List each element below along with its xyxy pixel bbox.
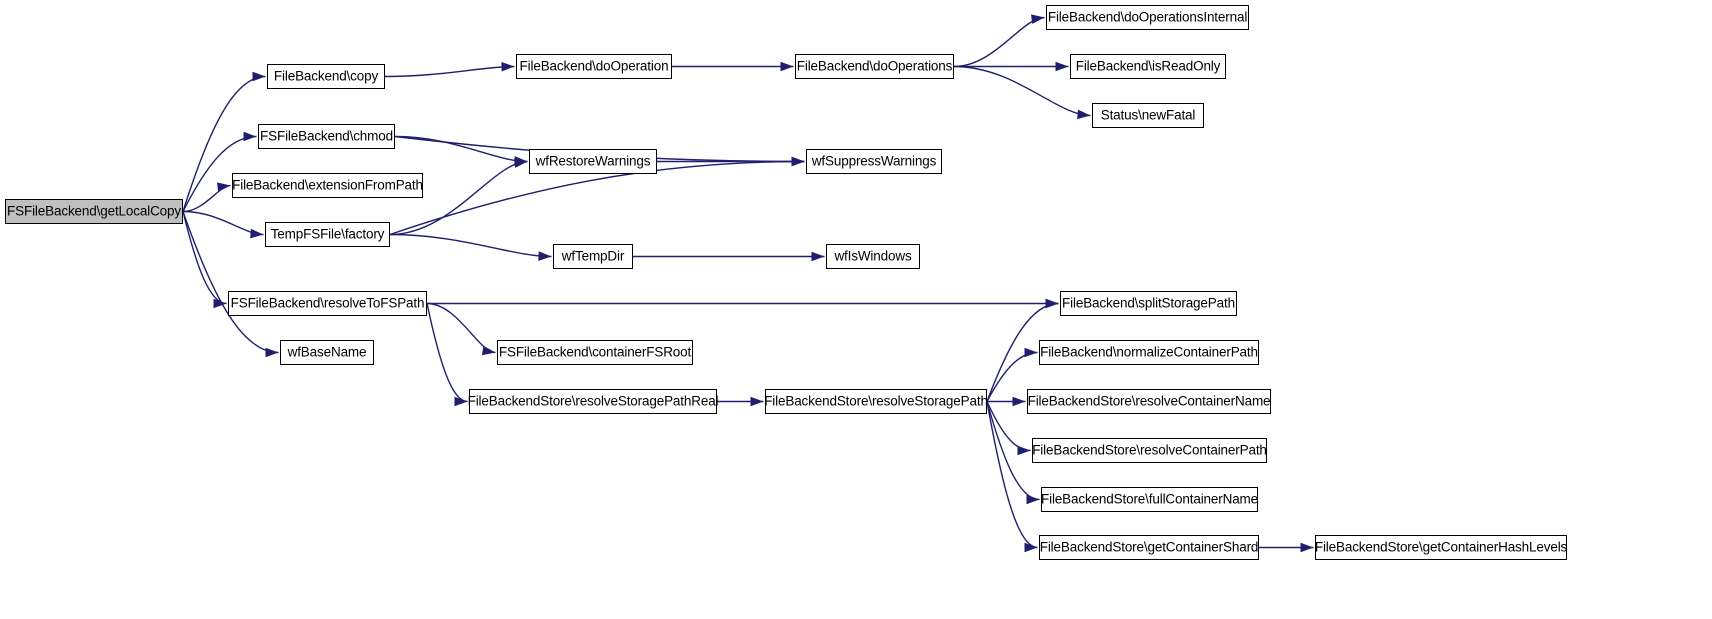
graph-node-chmod[interactable]: FSFileBackend\chmod <box>258 124 395 149</box>
graph-node-isReadOnly[interactable]: FileBackend\isReadOnly <box>1070 54 1226 79</box>
graph-node-label: FSFileBackend\resolveToFSPath <box>230 295 425 311</box>
graph-node-normalizeContainerPath[interactable]: FileBackend\normalizeContainerPath <box>1039 340 1259 365</box>
graph-edge-resolveToFSPath-to-containerFSRoot <box>426 302 496 354</box>
graph-node-label: FSFileBackend\getLocalCopy <box>7 203 181 219</box>
graph-node-label: FileBackend\extensionFromPath <box>232 177 423 193</box>
graph-node-label: wfIsWindows <box>834 248 912 264</box>
arrow-head-icon <box>250 228 264 239</box>
graph-edge-resolveToFSPath-to-resolveStoragePathReal <box>426 303 468 403</box>
graph-node-fullContainerName[interactable]: FileBackendStore\fullContainerName <box>1041 487 1258 512</box>
arrow-head-icon <box>791 156 805 167</box>
graph-edge-getLocalCopy-to-extensionFromPath <box>182 184 231 213</box>
graph-node-containerFSRoot[interactable]: FSFileBackend\containerFSRoot <box>497 340 693 365</box>
graph-node-doOperationsInternal[interactable]: FileBackend\doOperationsInternal <box>1046 5 1249 30</box>
graph-node-wfSuppressWarnings[interactable]: wfSuppressWarnings <box>806 149 942 174</box>
arrow-head-icon <box>791 156 805 167</box>
graph-node-label: FileBackendStore\fullContainerName <box>1041 491 1259 507</box>
graph-edge-resolveStoragePath-to-resolveContainerPath <box>986 401 1031 452</box>
graph-node-copy[interactable]: FileBackend\copy <box>267 64 385 89</box>
arrow-head-icon <box>538 251 552 261</box>
graph-edge-resolveStoragePath-to-getContainerShard <box>986 401 1038 549</box>
graph-edge-getLocalCopy-to-resolveToFSPath <box>182 211 227 305</box>
graph-node-label: FileBackend\normalizeContainerPath <box>1040 344 1258 360</box>
graph-edge-getLocalCopy-to-factory <box>182 210 264 236</box>
graph-node-label: TempFSFile\factory <box>270 226 385 242</box>
arrow-head-icon <box>514 158 528 168</box>
graph-node-label: wfTempDir <box>561 248 625 264</box>
arrow-head-icon <box>514 156 528 166</box>
graph-node-wfIsWindows[interactable]: wfIsWindows <box>826 244 920 269</box>
arrow-head-icon <box>791 156 805 167</box>
graph-node-doOperation[interactable]: FileBackend\doOperation <box>516 54 672 79</box>
arrow-head-icon <box>1077 109 1091 120</box>
graph-node-label: FileBackendStore\resolveStoragePathReal <box>467 393 719 409</box>
graph-node-label: wfBaseName <box>287 344 367 360</box>
graph-edge-chmod-to-wfRestoreWarnings <box>394 135 528 163</box>
graph-node-label: FileBackend\doOperation <box>519 58 669 74</box>
graph-node-label: wfRestoreWarnings <box>535 153 651 169</box>
graph-node-label: FileBackendStore\resolveContainerName <box>1027 393 1271 409</box>
graph-node-label: FileBackend\doOperationsInternal <box>1047 9 1248 25</box>
graph-node-resolveToFSPath[interactable]: FSFileBackend\resolveToFSPath <box>228 291 427 316</box>
graph-node-wfBaseName[interactable]: wfBaseName <box>280 340 374 365</box>
graph-node-label: FSFileBackend\chmod <box>260 128 393 144</box>
graph-node-label: FileBackend\splitStoragePath <box>1062 295 1235 311</box>
graph-node-splitStoragePath[interactable]: FileBackend\splitStoragePath <box>1060 291 1237 316</box>
arrow-head-icon <box>265 347 279 358</box>
graph-node-getLocalCopy[interactable]: FSFileBackend\getLocalCopy <box>5 199 183 224</box>
graph-node-label: FileBackendStore\resolveStoragePath <box>764 393 988 409</box>
graph-node-wfRestoreWarnings[interactable]: wfRestoreWarnings <box>529 149 657 174</box>
graph-node-getContainerHashLevels[interactable]: FileBackendStore\getContainerHashLevels <box>1315 535 1567 560</box>
graph-node-doOperations[interactable]: FileBackend\doOperations <box>795 54 954 79</box>
graph-node-label: FileBackendStore\getContainerShard <box>1039 539 1259 555</box>
graph-edge-doOperations-to-doOperationsInternal <box>953 16 1045 68</box>
graph-node-factory[interactable]: TempFSFile\factory <box>265 222 390 247</box>
arrow-head-icon <box>811 251 825 262</box>
graph-node-label: FSFileBackend\containerFSRoot <box>498 344 692 360</box>
graph-node-extensionFromPath[interactable]: FileBackend\extensionFromPath <box>232 173 423 198</box>
graph-node-label: FileBackendStore\getContainerHashLevels <box>1314 539 1568 555</box>
graph-node-newFatal[interactable]: Status\newFatal <box>1092 103 1204 128</box>
graph-node-resolveStoragePathReal[interactable]: FileBackendStore\resolveStoragePathReal <box>468 389 719 414</box>
graph-node-label: Status\newFatal <box>1100 107 1196 123</box>
arrow-head-icon <box>501 61 515 72</box>
graph-node-label: FileBackendStore\resolveContainerPath <box>1032 442 1267 458</box>
arrow-head-icon <box>1055 61 1069 72</box>
graph-node-getContainerShard[interactable]: FileBackendStore\getContainerShard <box>1039 535 1259 560</box>
graph-node-label: FileBackend\copy <box>273 68 379 84</box>
graph-edge-copy-to-doOperation <box>384 65 515 78</box>
graph-node-wfTempDir[interactable]: wfTempDir <box>553 244 633 269</box>
graph-edge-factory-to-wfTempDir <box>389 233 552 258</box>
graph-node-label: wfSuppressWarnings <box>811 153 937 169</box>
arrow-head-icon <box>252 71 266 82</box>
graph-node-resolveStoragePath[interactable]: FileBackendStore\resolveStoragePath <box>764 389 988 414</box>
graph-node-resolveContainerName[interactable]: FileBackendStore\resolveContainerName <box>1027 389 1271 414</box>
graph-node-label: FileBackend\doOperations <box>796 58 953 74</box>
graph-node-resolveContainerPath[interactable]: FileBackendStore\resolveContainerPath <box>1032 438 1267 463</box>
graph-node-label: FileBackend\isReadOnly <box>1075 58 1221 74</box>
